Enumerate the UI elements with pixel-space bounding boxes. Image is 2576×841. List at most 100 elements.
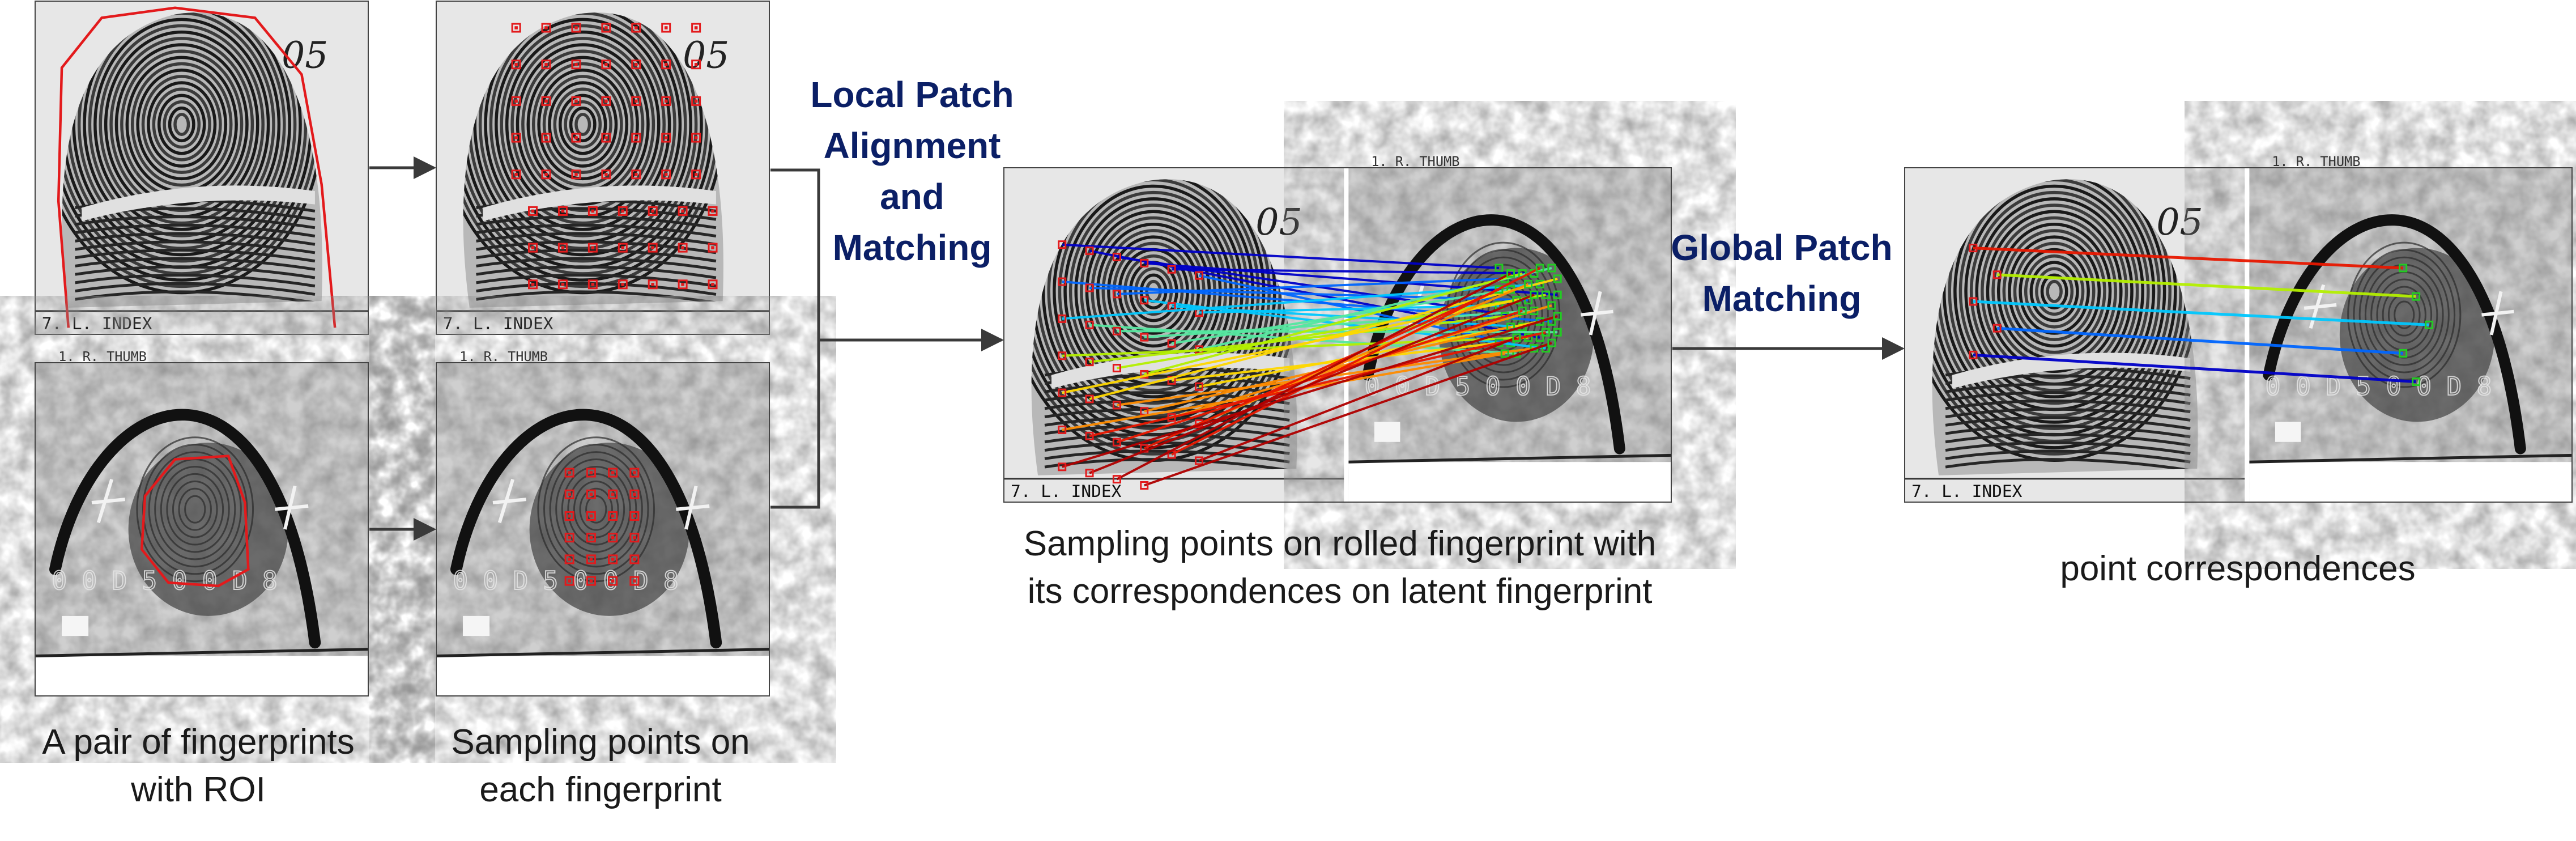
ridge-line [476,232,717,246]
ridge-loop [1932,179,2183,443]
sample-point [571,23,581,33]
latent-point [1553,312,1562,321]
ridge-line [1945,432,2191,447]
ridge-loop [548,81,618,168]
latent-ridge [2382,286,2426,344]
sample-point [601,169,611,180]
ridge-loop [2024,254,2085,329]
ridge-loop [478,12,687,250]
sample-point-dot [621,283,625,286]
ridge-loop [136,68,228,181]
sampling-points [511,23,718,290]
sample-point [629,554,640,564]
sample-point-dot [568,536,571,540]
sample-point [708,206,718,216]
sample-point-dot [694,172,698,176]
correspondence-line [1172,268,1534,275]
ridge-loop [1969,190,2139,392]
rolled-point [1140,333,1149,342]
sample-point [631,23,641,33]
ridge-loop [2035,267,2074,316]
ridge-loop [569,106,597,143]
sample-point [678,206,688,216]
sample-point-dot [568,579,571,583]
sample-point-dot [514,26,518,29]
rolled-point [1969,297,1978,306]
sample-point-dot [633,579,636,583]
sample-point-dot [633,558,636,561]
ridge-line [75,232,316,246]
rolled-point [1085,247,1094,256]
caption-local-line-1: Sampling points on rolled fingerprint wi… [1023,524,1657,563]
sample-point-dot [635,99,638,103]
ridge-line [1945,399,2191,414]
ridge-line [75,248,316,263]
sample-point [564,576,574,586]
sample-point-dot [544,26,548,29]
latent-point [1547,264,1556,273]
ridge-line [476,215,717,230]
sample-point-dot [664,62,668,66]
finger-label: 7. L. INDEX [1011,482,1122,501]
latent-point [1553,290,1562,299]
sample-point-dot [633,536,636,540]
ridge-line [75,274,316,288]
sample-point-dot [514,62,518,66]
sample-point [629,489,640,499]
rolled-point [1058,462,1067,472]
ridge-line [1945,391,2191,405]
rolled-point [1969,244,1978,253]
roi-outline [140,455,250,588]
sample-point-dot [604,62,608,66]
latent-ridge [136,436,254,583]
correspondence-line [1062,243,1500,269]
sample-point-dot [531,209,535,213]
latent-ridge [2358,256,2450,373]
sample-point [708,243,718,253]
sample-point [631,133,641,143]
ridge-loop [531,62,634,187]
ridge-line [1044,407,1290,422]
latent-ridge [2387,293,2421,337]
sample-point-dot [574,136,578,139]
correspondence-line [1089,331,1547,438]
rolled-point [1992,270,2002,279]
sample-point-dot [591,283,595,286]
sample-point [528,206,538,216]
rolled-point [1167,265,1176,274]
latent-point [1494,264,1504,273]
rolled-point [1112,475,1121,484]
sample-point-dot [633,471,636,474]
sample-point [661,96,671,106]
sample-point-dot [589,492,593,496]
sample-point-dot [694,26,698,29]
ridge-loop [1031,179,1282,443]
sample-point-dot [568,514,571,518]
finger-crease [1952,352,2191,389]
ridge-loop [2029,261,2079,322]
card-blot [2275,422,2301,442]
sample-point [528,279,538,290]
sample-point-dot [561,209,565,213]
panel-frame [35,1,369,335]
sample-point-dot [621,209,625,213]
card-bottom-strip [35,656,368,696]
correspondence-line [1062,315,1558,468]
sample-point-dot [621,246,625,249]
sample-point [564,489,574,499]
sample-point [608,576,618,586]
latent-point [1542,290,1551,299]
rolled-point [1058,388,1067,397]
caption-pair-line-1: A pair of fingerprints [42,723,355,762]
caption-local-line-2: its correspondences on latent fingerprin… [1027,572,1653,611]
sample-point-dot [568,471,571,474]
latent-ridge [2347,241,2462,388]
caption-global: point correspondences [1909,545,2566,593]
card-rule [436,648,770,657]
rolled-point [1140,296,1149,305]
rolled-point [1085,358,1094,367]
ridge-loop [109,37,254,213]
sample-point-dot [604,99,608,103]
sample-point [541,133,551,143]
stamp-text: 0 0 D 5 0 0 D 8 [52,567,277,596]
